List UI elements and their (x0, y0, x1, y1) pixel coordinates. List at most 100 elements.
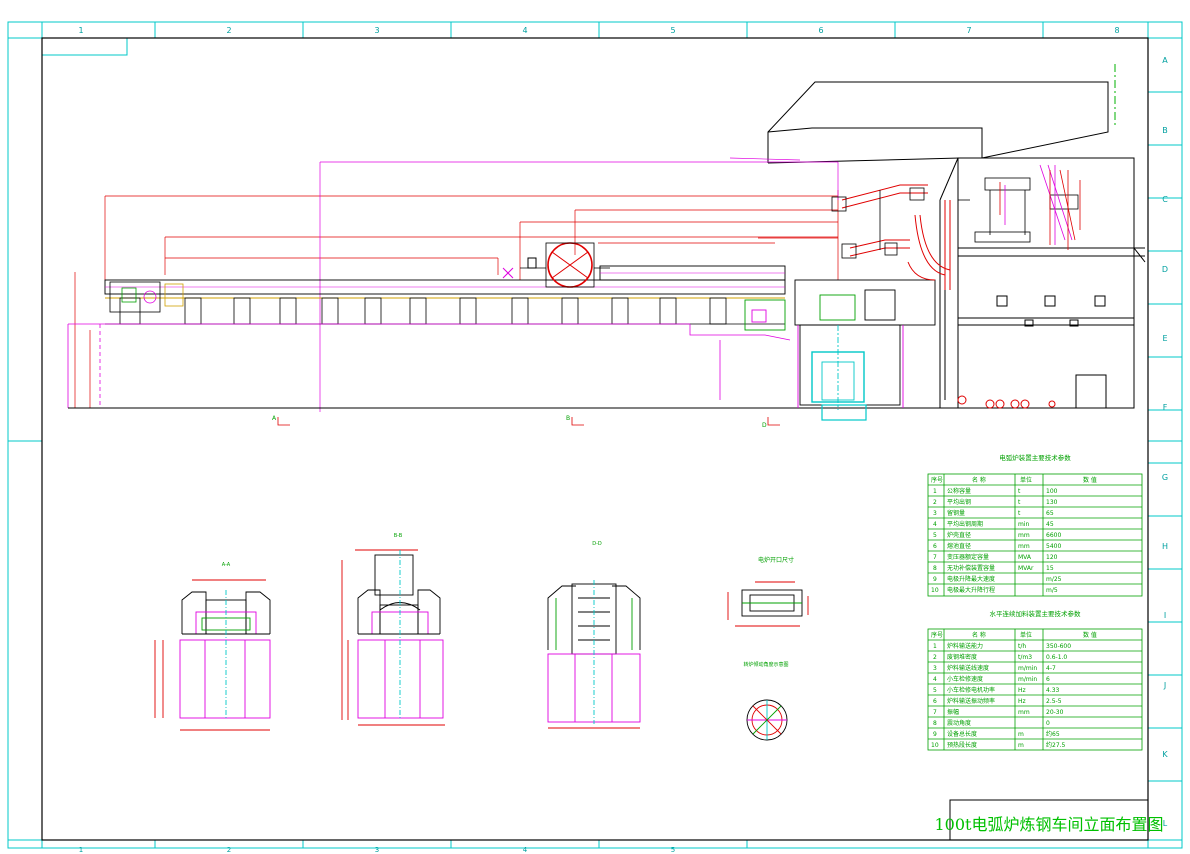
grid-row-C: C (1162, 195, 1168, 204)
table1-cell: 7 (933, 554, 937, 561)
table1-cell: 5400 (1046, 543, 1061, 550)
title-block: 100t电弧炉炼钢车间立面布置图 (935, 799, 1164, 841)
grid-row-E: E (1162, 334, 1167, 343)
table2-cell: 2 (933, 654, 937, 661)
section-title-B-B: B-B (394, 533, 403, 539)
table1-cell: t (1018, 510, 1021, 517)
section-mark-labels: A B D (272, 415, 767, 429)
table2-header-name: 名 称 (972, 631, 986, 639)
table2-cell: 3 (933, 665, 937, 672)
table1-header-no: 序号 (931, 476, 943, 484)
grid-col-2: 2 (226, 26, 231, 35)
grid-col-6: 6 (818, 26, 823, 35)
table2-cell: 0.6-1.0 (1046, 654, 1067, 661)
grid-col-3: 3 (374, 26, 379, 35)
table1-cell: t (1018, 488, 1021, 495)
grid-col-7: 7 (966, 26, 971, 35)
section-title-D-D: D-D (592, 541, 602, 547)
table2-cell: m (1018, 742, 1024, 749)
grid-col-labels: 1 2 3 4 5 6 7 8 (78, 26, 1119, 35)
grid-row-F: F (1163, 403, 1168, 412)
table1-header-value: 数 值 (1083, 476, 1097, 484)
table2-cell: 设备总长度 (947, 730, 977, 738)
table2-cell: 350-600 (1046, 643, 1071, 650)
conveyor-supports (105, 297, 785, 325)
grid-row-H: H (1162, 542, 1168, 551)
table1-header-name: 名 称 (972, 476, 986, 484)
table2-cell: mm (1018, 709, 1030, 716)
table2-cell: 4 (933, 676, 937, 683)
table1-cell: mm (1018, 543, 1030, 550)
table1-cell: m/5 (1046, 587, 1058, 594)
table1-cell: 45 (1046, 521, 1054, 528)
section-title-A-A: A-A (222, 562, 231, 568)
section-mark-B: B (566, 415, 570, 422)
table2-cell: 8 (933, 720, 937, 727)
building-roof (767, 81, 1109, 164)
furnace-opening-view: 电炉开口尺寸 (727, 556, 809, 627)
table2-cell: 6 (933, 698, 937, 705)
table1-cell: 10 (931, 587, 939, 594)
table2-cell: 炉料输送线速度 (947, 664, 989, 672)
table1-cell: 电极升降最大速度 (947, 575, 995, 583)
table1-cell: 130 (1046, 499, 1058, 506)
table1-cell: 熔池直径 (947, 542, 971, 550)
grid-row-D: D (1162, 265, 1168, 274)
table2-cell: m/min (1018, 676, 1037, 683)
overhead-crane (958, 177, 1079, 243)
table2-cell: 0 (1046, 720, 1050, 727)
table2-cell: 20-30 (1046, 709, 1064, 716)
table1-cell: 炉壳直径 (947, 531, 971, 539)
table1-cell: 4 (933, 521, 937, 528)
table2-header-no: 序号 (931, 631, 943, 639)
grid-row-L: L (1163, 819, 1168, 828)
table2-title: 水平连续加料装置主要技术参数 (990, 609, 1082, 618)
table1-cell: MVA (1018, 554, 1032, 561)
table2-cell: 废钢堆密度 (947, 653, 977, 661)
table1-cell: 6 (933, 543, 937, 550)
table1-cell: 留钢量 (947, 509, 965, 517)
table1-cell: min (1018, 521, 1030, 528)
conveyor-body (104, 265, 786, 299)
table2-cell: 7 (933, 709, 937, 716)
table1-cell: 2 (933, 499, 937, 506)
magenta-hoist-lines (1004, 164, 1073, 245)
table2-cell: 2.5-5 (1046, 698, 1062, 705)
table2-cell: Hz (1018, 687, 1026, 694)
grid-row-A: A (1162, 56, 1168, 65)
table2-cell: 震动角度 (947, 719, 971, 727)
grid-col-4: 4 (522, 26, 527, 35)
grid-col-4-bottom: 4 (523, 846, 528, 854)
red-hoist-lines (999, 169, 1081, 250)
table2-cell: 10 (931, 742, 939, 749)
electrode-arm-frames (831, 187, 925, 259)
table1-cell: t (1018, 499, 1021, 506)
furnace-assembly (744, 279, 936, 421)
table2-cell: t/m3 (1018, 654, 1032, 661)
table2-cell: 约27.5 (1046, 741, 1066, 749)
furnace-opening-title: 电炉开口尺寸 (758, 556, 794, 564)
section-view-A-A: A-A (154, 562, 271, 731)
preheat-drum (520, 242, 610, 288)
grid-col-5: 5 (670, 26, 675, 35)
table1-cell: 8 (933, 565, 937, 572)
table1-cell: 6600 (1046, 532, 1061, 539)
table2-cell: 炉料输送振动频率 (947, 697, 995, 705)
table2-cell: 5 (933, 687, 937, 694)
building-structure (939, 157, 1146, 409)
grid-col-1: 1 (78, 26, 83, 35)
table1-cell: 公称容量 (947, 487, 971, 495)
section-mark-D: D (762, 422, 767, 429)
table1-cell: 100 (1046, 488, 1058, 495)
table2-cell: 9 (933, 731, 937, 738)
drawing-title: 100t电弧炉炼钢车间立面布置图 (935, 815, 1164, 834)
table2-cell: 振幅 (947, 708, 959, 716)
grid-row-I: I (1164, 611, 1166, 620)
dimension-lines (74, 190, 839, 408)
table1-cell: 无功补偿装置容量 (947, 564, 995, 572)
table2-cell: 小车检修电机功率 (947, 686, 995, 694)
table1-cell: 120 (1046, 554, 1058, 561)
grid-row-J: J (1163, 681, 1166, 690)
table2-cell: m/min (1018, 665, 1037, 672)
